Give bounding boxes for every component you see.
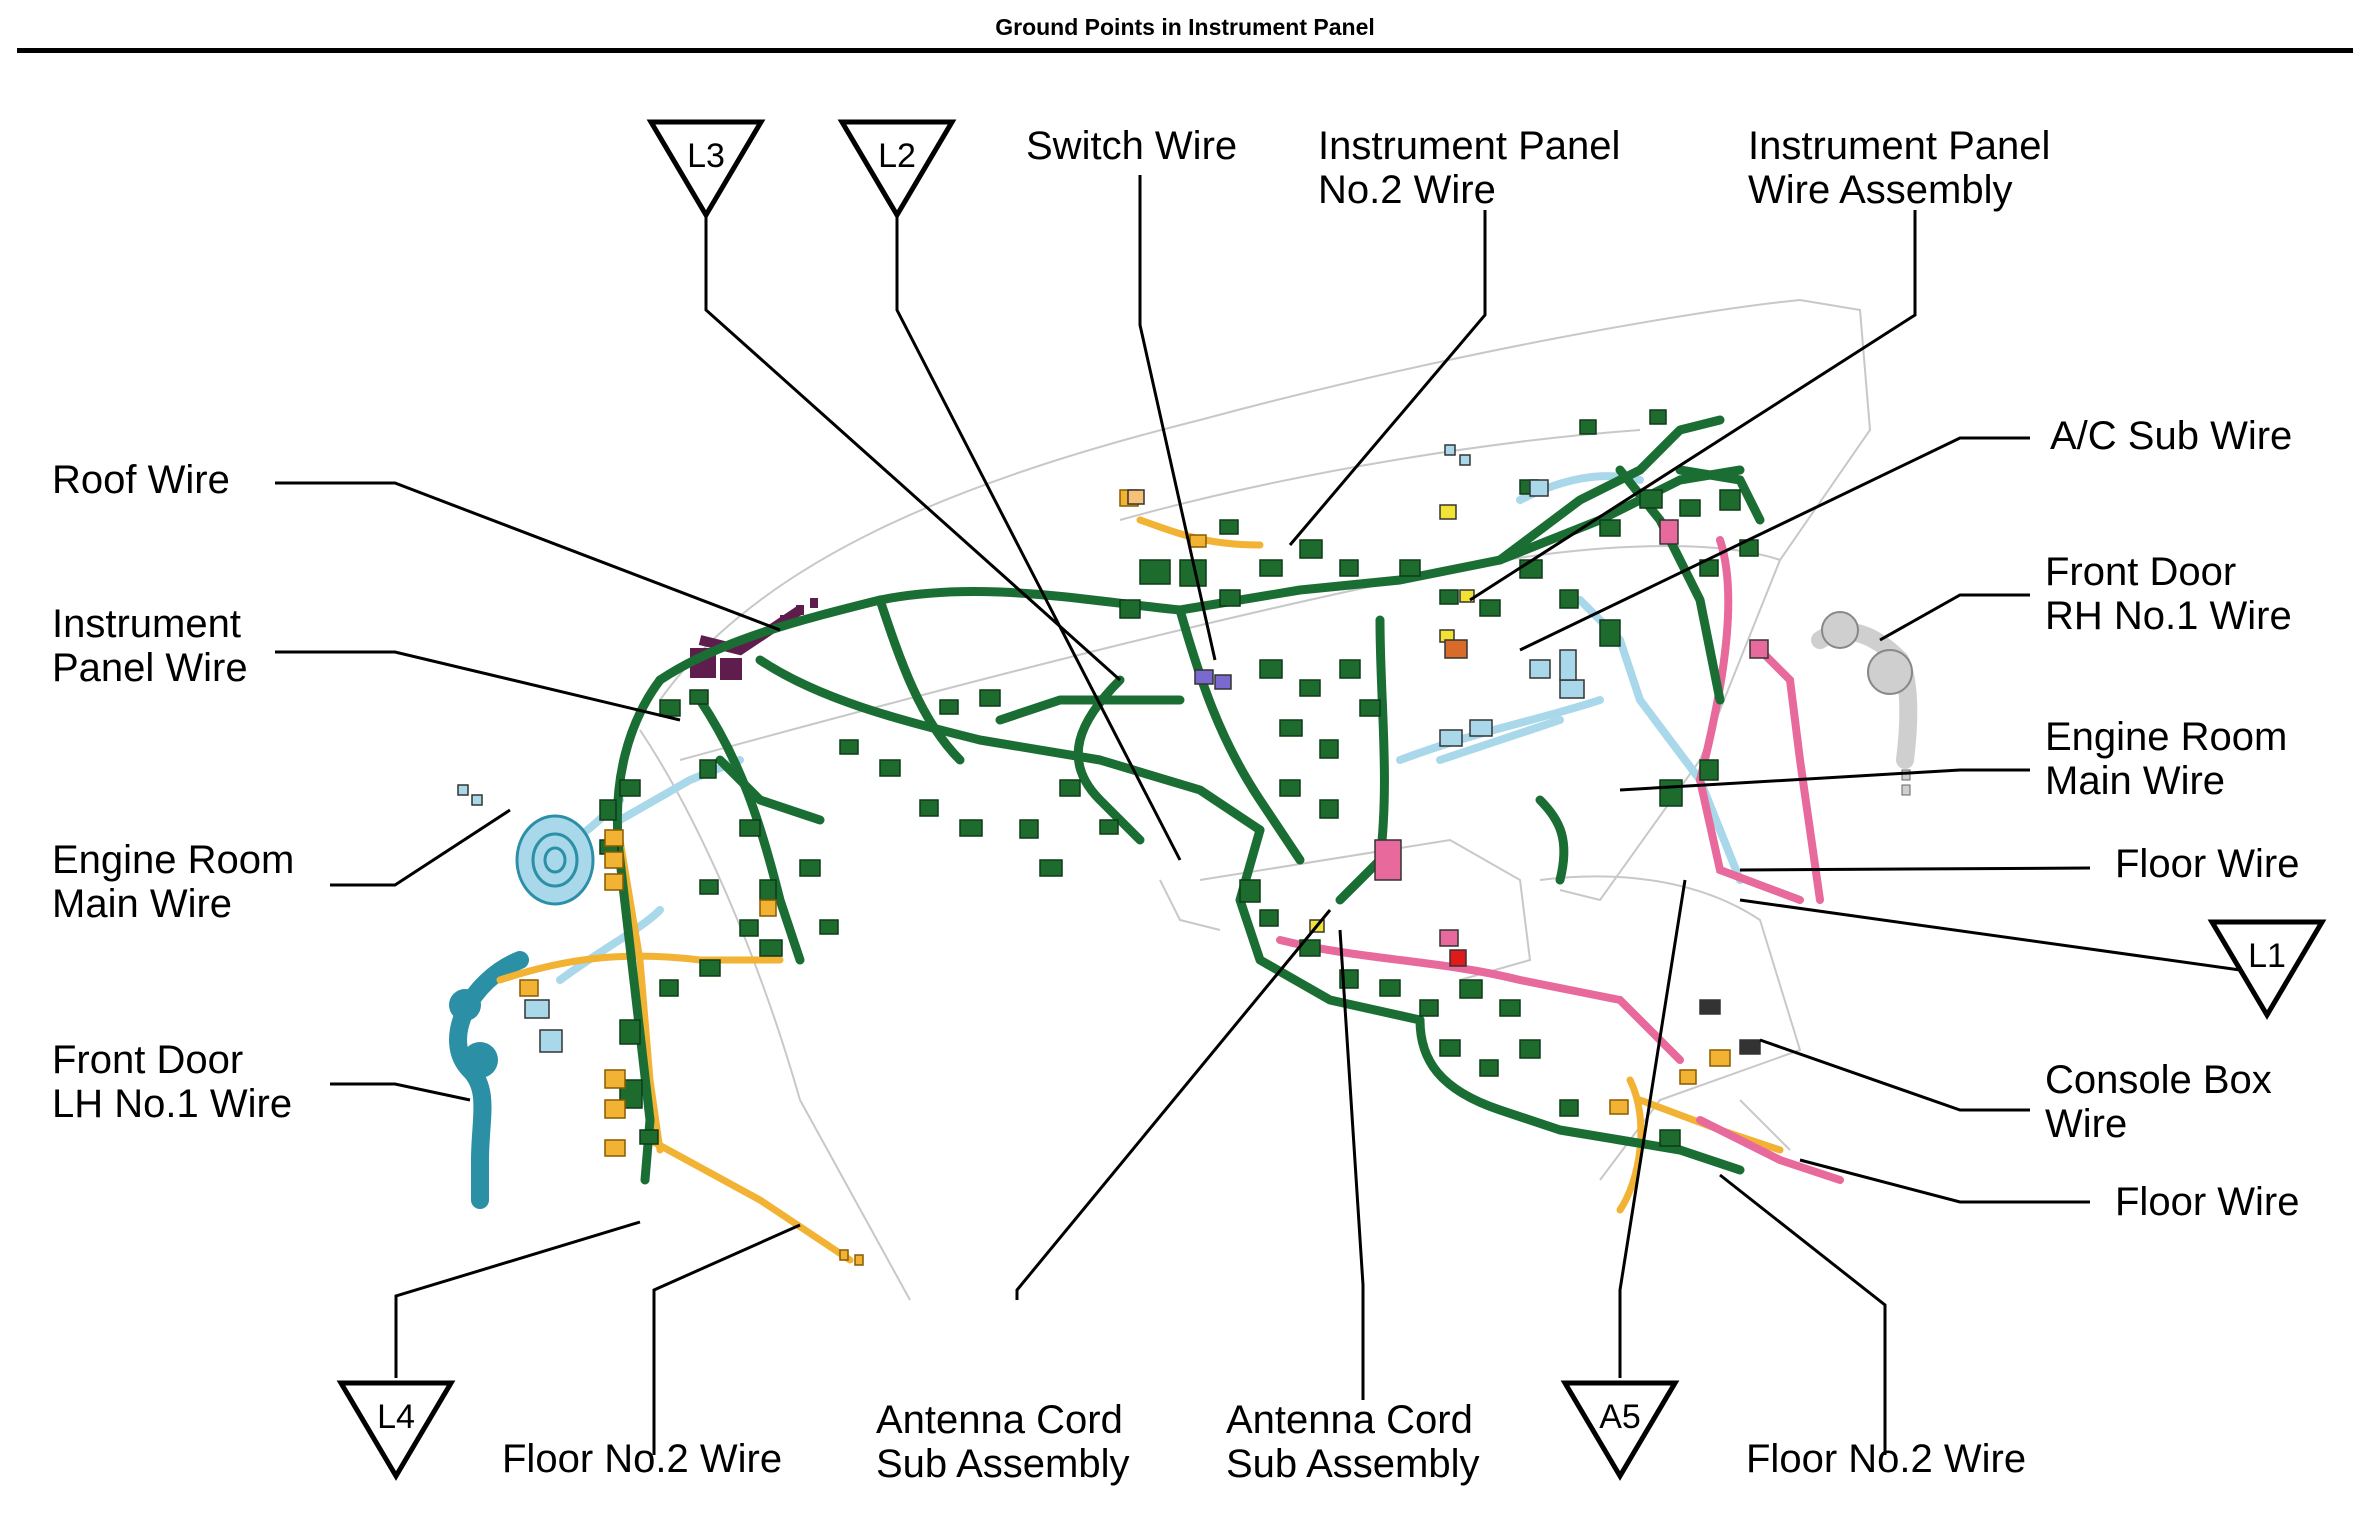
leader-lines — [275, 175, 2241, 1455]
label-antenna-cord-sub-assembly-1: Antenna Cord Sub Assembly — [876, 1398, 1130, 1486]
ground-point-l1-label: L1 — [2248, 937, 2286, 975]
label-ac-sub-wire: A/C Sub Wire — [2050, 414, 2293, 458]
orange-harness — [496, 516, 1784, 1264]
ground-point-a5-label: A5 — [1599, 1398, 1641, 1436]
label-engine-room-main-wire-right: Engine Room Main Wire — [2045, 715, 2288, 803]
ground-point-l2-label: L2 — [878, 137, 916, 175]
label-engine-room-main-wire-left: Engine Room Main Wire — [52, 838, 295, 926]
label-front-door-rh-no1-wire: Front Door RH No.1 Wire — [2045, 550, 2292, 638]
label-console-box-wire: Console Box Wire — [2045, 1058, 2272, 1146]
ground-point-l2: L2 — [837, 119, 957, 220]
label-roof-wire: Roof Wire — [52, 458, 230, 502]
label-instrument-panel-no2-wire: Instrument Panel No.2 Wire — [1318, 124, 1621, 212]
page-title: Ground Points in Instrument Panel — [995, 14, 1375, 40]
ground-point-l4-label: L4 — [377, 1398, 415, 1436]
label-instrument-panel-wire: Instrument Panel Wire — [52, 602, 248, 690]
label-floor-wire-lower: Floor Wire — [2115, 1180, 2300, 1224]
front-door-lh-harness — [449, 951, 529, 1209]
ground-point-a5: A5 — [1560, 1380, 1680, 1481]
ground-point-l3: L3 — [646, 119, 766, 220]
label-switch-wire: Switch Wire — [1026, 124, 1238, 168]
label-floor-wire-upper: Floor Wire — [2115, 842, 2300, 886]
ground-point-l1: L1 — [2207, 919, 2327, 1020]
misc-connectors — [457, 444, 1769, 1055]
ground-point-l4: L4 — [336, 1380, 456, 1481]
front-door-rh-harness — [1811, 611, 1918, 796]
light-blue-grommet — [515, 814, 595, 906]
label-floor-no2-wire-left: Floor No.2 Wire — [502, 1437, 783, 1481]
title-rule — [17, 48, 2353, 53]
label-antenna-cord-sub-assembly-2: Antenna Cord Sub Assembly — [1226, 1398, 1480, 1486]
label-floor-no2-wire-right: Floor No.2 Wire — [1746, 1437, 2027, 1481]
green-connectors — [599, 409, 1759, 1147]
label-front-door-lh-no1-wire: Front Door LH No.1 Wire — [52, 1038, 293, 1126]
label-instrument-panel-wire-assembly: Instrument Panel Wire Assembly — [1748, 124, 2051, 212]
ground-point-l3-label: L3 — [687, 137, 725, 175]
